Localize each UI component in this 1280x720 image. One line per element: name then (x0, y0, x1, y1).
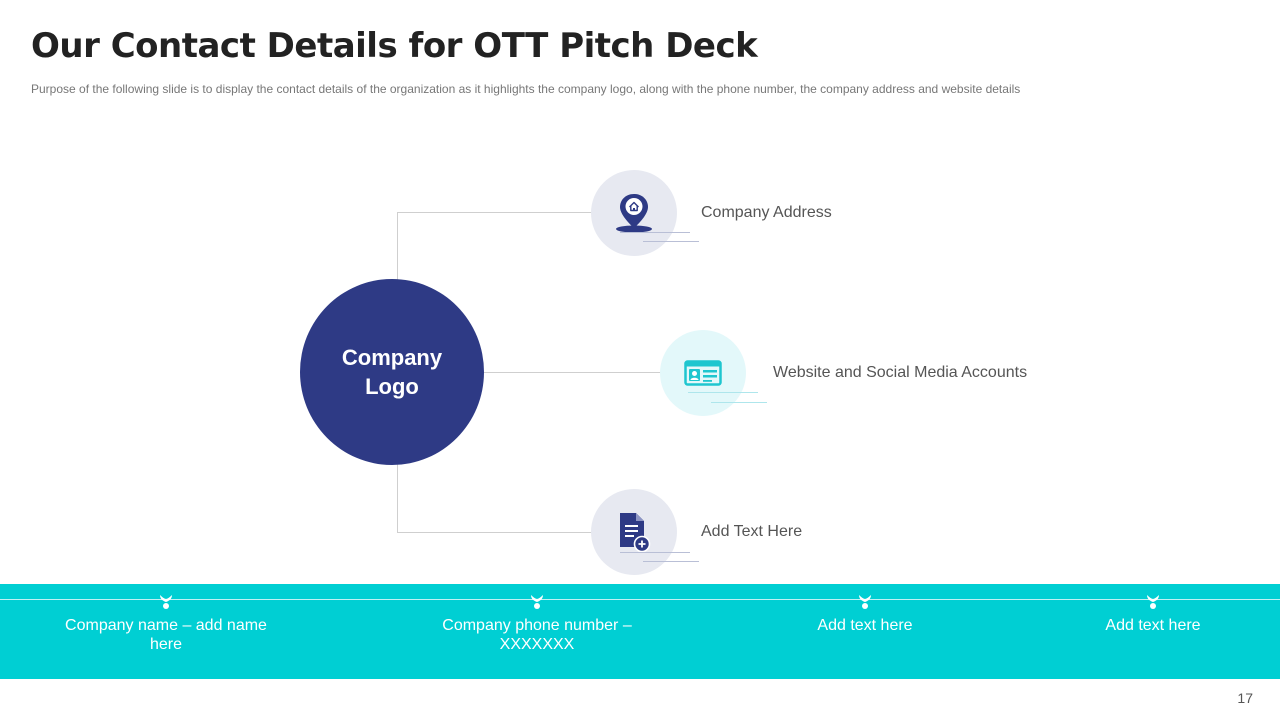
footer-item-phone: Company phone number – XXXXXXX (427, 584, 647, 679)
leaf-marker-icon (160, 595, 172, 609)
footer-item-text-4: Add text here (1043, 584, 1263, 679)
company-logo-circle: Company Logo (300, 279, 484, 465)
address-deco-line-1 (620, 232, 690, 233)
footer-text-3: Add text here (817, 617, 913, 634)
connector-vertical-top (397, 212, 398, 280)
document-deco-line-1 (620, 552, 690, 553)
item-label-website: Website and Social Media Accounts (773, 364, 1028, 381)
footer-item-text-3: Add text here (755, 584, 975, 679)
footer-text-phone: Company phone number – XXXXXXX (442, 617, 632, 653)
connector-horizontal-bottom (397, 532, 592, 533)
address-deco-line-2 (643, 241, 699, 242)
document-deco-line-2 (643, 561, 699, 562)
footer-item-company-name: Company name – add name here (56, 584, 276, 679)
slide-subtitle: Purpose of the following slide is to dis… (31, 82, 1021, 96)
leaf-marker-icon (531, 595, 543, 609)
footer-rule (0, 599, 1280, 600)
document-icon-circle (591, 489, 677, 575)
footer-band: Company name – add name here Company pho… (0, 584, 1280, 679)
company-logo-line2: Logo (365, 374, 419, 399)
connector-horizontal-top (397, 212, 592, 213)
slide-title: Our Contact Details for OTT Pitch Deck (31, 26, 758, 66)
company-logo-line1: Company (341, 345, 443, 370)
website-deco-line-2 (711, 402, 767, 403)
location-pin-icon (616, 194, 652, 233)
document-add-icon (620, 513, 651, 553)
leaf-marker-icon (859, 595, 871, 609)
item-label-add-text: Add Text Here (701, 523, 803, 540)
address-icon-circle (591, 170, 677, 256)
company-logo-text: Company Logo (342, 343, 442, 401)
id-card-icon (684, 360, 722, 386)
leaf-marker-icon (1147, 595, 1159, 609)
page-number: 17 (1237, 690, 1253, 706)
footer-text-4: Add text here (1105, 617, 1201, 634)
website-deco-line-1 (688, 392, 758, 393)
footer-text-company-name: Company name – add name here (65, 617, 267, 653)
connector-horizontal-middle (484, 372, 661, 373)
item-label-address: Company Address (701, 204, 832, 221)
website-icon-circle (660, 330, 746, 416)
connector-vertical-bottom (397, 464, 398, 532)
